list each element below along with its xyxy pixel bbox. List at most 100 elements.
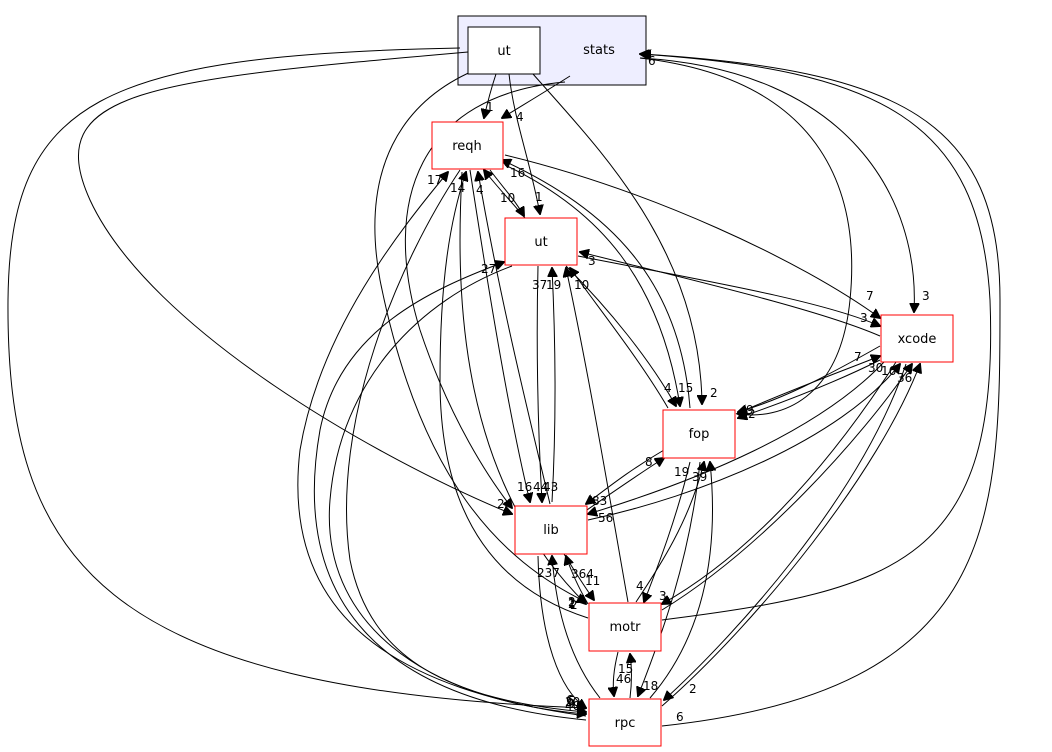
edge-label: 2 bbox=[568, 595, 576, 609]
edge-label: 40 bbox=[565, 699, 580, 713]
edge-label: 237 bbox=[537, 566, 560, 580]
edge-lib-ut bbox=[552, 268, 555, 503]
edge-label: 19 bbox=[546, 278, 561, 292]
edge-label: 44 bbox=[533, 480, 548, 494]
edge-ut-lib bbox=[537, 265, 542, 502]
edge-label: 4 bbox=[516, 110, 524, 124]
node-ut-local[interactable]: ut bbox=[467, 26, 541, 75]
node-xcode[interactable]: xcode bbox=[880, 314, 954, 363]
edge-motr-fop bbox=[635, 462, 704, 603]
edge-label: 5 bbox=[568, 694, 576, 708]
node-label: ut bbox=[497, 44, 510, 59]
edge-label: 7 bbox=[866, 289, 874, 303]
edge-label: 15 bbox=[678, 381, 693, 395]
edge-xcode-lib bbox=[588, 361, 885, 514]
node-label: reqh bbox=[452, 139, 482, 154]
edge-xcode-ut bbox=[580, 252, 881, 337]
edge-label: 27 bbox=[481, 262, 496, 276]
node-label: rpc bbox=[615, 716, 636, 731]
edge-rpc-xcode bbox=[661, 364, 920, 707]
edge-ut-reqh bbox=[484, 170, 526, 219]
edge-label: 1 bbox=[486, 100, 494, 114]
edge-label: 7 bbox=[854, 350, 862, 364]
edge-label: 10 bbox=[574, 278, 589, 292]
edge-motr-reqh bbox=[439, 172, 589, 619]
edge-label: 14 bbox=[450, 181, 465, 195]
node-rpc[interactable]: rpc bbox=[588, 698, 662, 747]
edge-label: 2 bbox=[570, 598, 578, 612]
edge-label: 10 bbox=[500, 191, 515, 205]
cluster-label: stats bbox=[583, 43, 615, 58]
edge-rpc-lib bbox=[552, 556, 601, 699]
edge-lib-reqh bbox=[478, 172, 551, 505]
edge-motr-stats bbox=[640, 54, 992, 621]
edge-ut_local-ut bbox=[508, 73, 540, 214]
edge-label: 17 bbox=[427, 173, 442, 187]
edge-label: 2 bbox=[568, 597, 576, 611]
node-fop[interactable]: fop bbox=[662, 409, 736, 459]
edge-ut_local-xcode bbox=[639, 57, 914, 312]
edge-label: 3 bbox=[922, 289, 930, 303]
edge-reqh-xcode bbox=[504, 154, 880, 318]
edge-motr-ut bbox=[566, 268, 629, 603]
edge-motr-lib bbox=[566, 556, 589, 605]
edge-label: 37 bbox=[532, 278, 547, 292]
edge-label: 2 bbox=[748, 407, 756, 421]
edge-label: 43 bbox=[543, 480, 558, 494]
node-reqh[interactable]: reqh bbox=[431, 121, 504, 170]
edge-label: 9 bbox=[746, 403, 754, 417]
node-motr[interactable]: motr bbox=[588, 602, 662, 652]
edge-label: 2 bbox=[689, 682, 697, 696]
edge-ut_local-fop bbox=[532, 73, 702, 404]
edge-motr-xcode bbox=[661, 364, 912, 611]
edge-fop-motr bbox=[644, 461, 691, 602]
edge-stats-lib bbox=[404, 81, 566, 508]
edge-fop-rpc bbox=[638, 461, 701, 696]
node-label: fop bbox=[689, 427, 710, 442]
edge-ut_local-motr bbox=[374, 67, 586, 602]
node-label: lib bbox=[543, 523, 558, 538]
edge-label: 1 bbox=[535, 190, 543, 204]
edge-label: 6 bbox=[566, 693, 574, 707]
edge-lib-xcode bbox=[587, 364, 900, 521]
edge-label: 4 bbox=[636, 579, 644, 593]
edge-ut-xcode bbox=[577, 255, 880, 326]
edge-label: 11 bbox=[585, 574, 600, 588]
edge-label: 3 bbox=[588, 254, 596, 268]
node-label: motr bbox=[609, 620, 641, 635]
edge-fop-reqh bbox=[502, 160, 691, 409]
edge-xcode-fop bbox=[738, 359, 881, 418]
edge-lib-rpc bbox=[537, 555, 586, 708]
edge-reqh-lib bbox=[469, 169, 530, 502]
node-lib[interactable]: lib bbox=[514, 505, 588, 555]
edge-ut_local-rpc-2 bbox=[639, 57, 853, 415]
edge-label: 39 bbox=[692, 470, 707, 484]
edge-label: 8 bbox=[645, 455, 653, 469]
edge-label: 3 bbox=[659, 589, 667, 603]
edge-motr-rpc bbox=[613, 651, 619, 696]
edge-labels: 1 1 2 2 3 20 2 4 16 16 44 7 15 40 4 43 3… bbox=[427, 54, 930, 724]
edge-fop-lib bbox=[586, 449, 665, 504]
edges bbox=[7, 47, 1001, 727]
edge-label: 4 bbox=[664, 381, 672, 395]
edge-label: 19 bbox=[674, 465, 689, 479]
edge-label: 46 bbox=[616, 672, 631, 686]
edge-reqh-fop bbox=[504, 164, 680, 406]
edge-label: 16 bbox=[881, 364, 896, 378]
edge-label: 83 bbox=[592, 494, 607, 508]
edge-rpc-reqh bbox=[297, 172, 587, 717]
edge-xcode-motr bbox=[662, 361, 897, 604]
edge-label: 15 bbox=[618, 662, 633, 676]
edge-label: 56 bbox=[598, 511, 613, 525]
edge-label: 364 bbox=[571, 567, 594, 581]
edge-label: 16 bbox=[517, 480, 532, 494]
edge-ut-fop bbox=[565, 265, 676, 406]
edge-label: 30 bbox=[868, 361, 883, 375]
node-ut[interactable]: ut bbox=[504, 217, 578, 266]
edge-label: 16 bbox=[510, 166, 525, 180]
edge-xcode-fop-2 bbox=[738, 345, 881, 412]
edge-reqh-ut bbox=[489, 169, 524, 216]
edge-ut-rpc bbox=[328, 265, 586, 714]
edge-ut_local-lib bbox=[78, 51, 512, 514]
